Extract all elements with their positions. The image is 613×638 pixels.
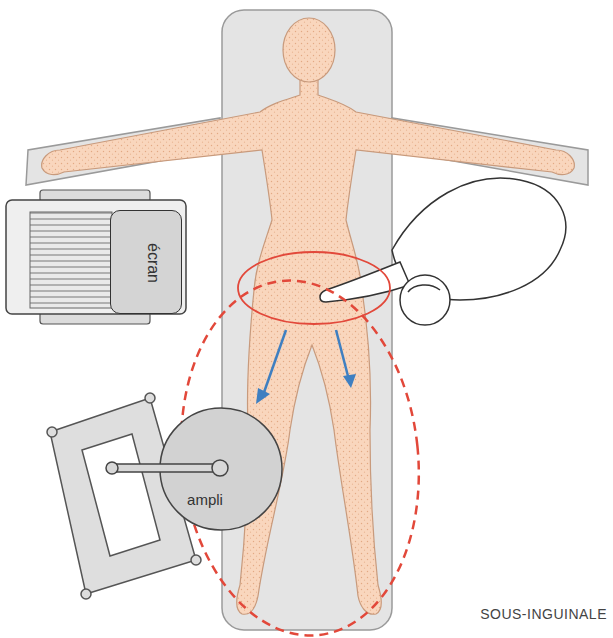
groin-region bbox=[238, 252, 390, 324]
equipment-label: écran bbox=[144, 243, 162, 283]
intensifier-outline bbox=[158, 406, 284, 532]
monitor-cart bbox=[6, 190, 186, 324]
monitor-screen: écran bbox=[110, 210, 182, 314]
view-caption: SOUS-INGUINALE bbox=[480, 606, 607, 622]
image-intensifier: ampli bbox=[158, 406, 284, 532]
equipment-label: ampli bbox=[187, 491, 223, 508]
direction-arrow bbox=[256, 330, 356, 404]
surgeon bbox=[320, 178, 566, 325]
